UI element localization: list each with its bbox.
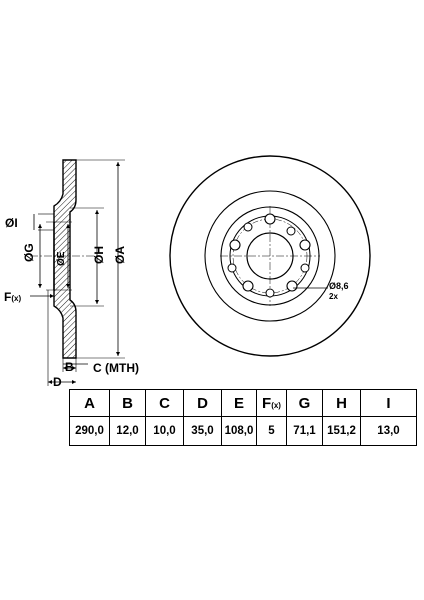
mounting-holes (227, 222, 310, 298)
label-dim-e: ØE (56, 251, 67, 266)
value-cell-h: 151,2 (322, 416, 361, 446)
value-cell-a: 290,0 (69, 416, 110, 446)
label-dim-g: ØG (22, 243, 36, 262)
spec-table: A B C D E F(x) G H I 290,0 12,0 10,0 35,… (69, 389, 417, 446)
mounting-hole (286, 226, 296, 236)
label-dim-h: ØH (92, 246, 106, 264)
header-cell-a: A (69, 389, 110, 417)
header-cell-b: B (109, 389, 146, 417)
label-dim-d: D (53, 375, 62, 389)
value-cell-c: 10,0 (145, 416, 184, 446)
header-cell-f: F(x) (256, 389, 287, 417)
bolt-hole (229, 239, 241, 251)
mounting-hole (227, 263, 237, 273)
header-cell-c: C (145, 389, 184, 417)
header-cell-d: D (183, 389, 222, 417)
value-cell-b: 12,0 (109, 416, 146, 446)
label-hole-diameter: Ø8,6 (329, 281, 349, 291)
bolt-hole (286, 280, 298, 292)
label-dim-b: B (65, 360, 74, 374)
friction-ring-inner-edge (204, 190, 336, 322)
header-cell-h: H (322, 389, 361, 417)
disc-outer-edge (169, 155, 371, 357)
value-cell-e: 108,0 (221, 416, 257, 446)
label-dim-a: ØA (113, 246, 127, 264)
bolt-hole (299, 239, 311, 251)
bolt-hole (264, 213, 276, 225)
header-cell-g: G (286, 389, 323, 417)
mounting-hole (243, 222, 253, 232)
header-cell-e: E (221, 389, 257, 417)
bolt-hole (242, 280, 254, 292)
mounting-hole (300, 263, 310, 273)
value-cell-g: 71,1 (286, 416, 323, 446)
value-cell-f: 5 (256, 416, 287, 446)
label-hole-count: 2x (329, 292, 338, 301)
value-cell-d: 35,0 (183, 416, 222, 446)
label-dim-i: ØI (5, 216, 18, 230)
spec-table-header-row: A B C D E F(x) G H I (69, 389, 417, 417)
front-view: Ø8,6 2x (169, 155, 371, 357)
mounting-hole (265, 288, 275, 298)
label-dim-f: F(x) (4, 290, 21, 304)
side-section-view: ØI ØG ØE ØH ØA F(x) B C (MTH) D (4, 159, 139, 389)
header-f-letter: F (262, 394, 272, 412)
bolt-holes (229, 213, 311, 292)
spec-table-value-row: 290,0 12,0 10,0 35,0 108,0 5 71,1 151,2 … (69, 416, 417, 446)
label-dim-c: C (MTH) (93, 361, 139, 375)
header-cell-i: I (360, 389, 417, 417)
header-f-subscript: (x) (271, 400, 281, 410)
value-cell-i: 13,0 (360, 416, 417, 446)
